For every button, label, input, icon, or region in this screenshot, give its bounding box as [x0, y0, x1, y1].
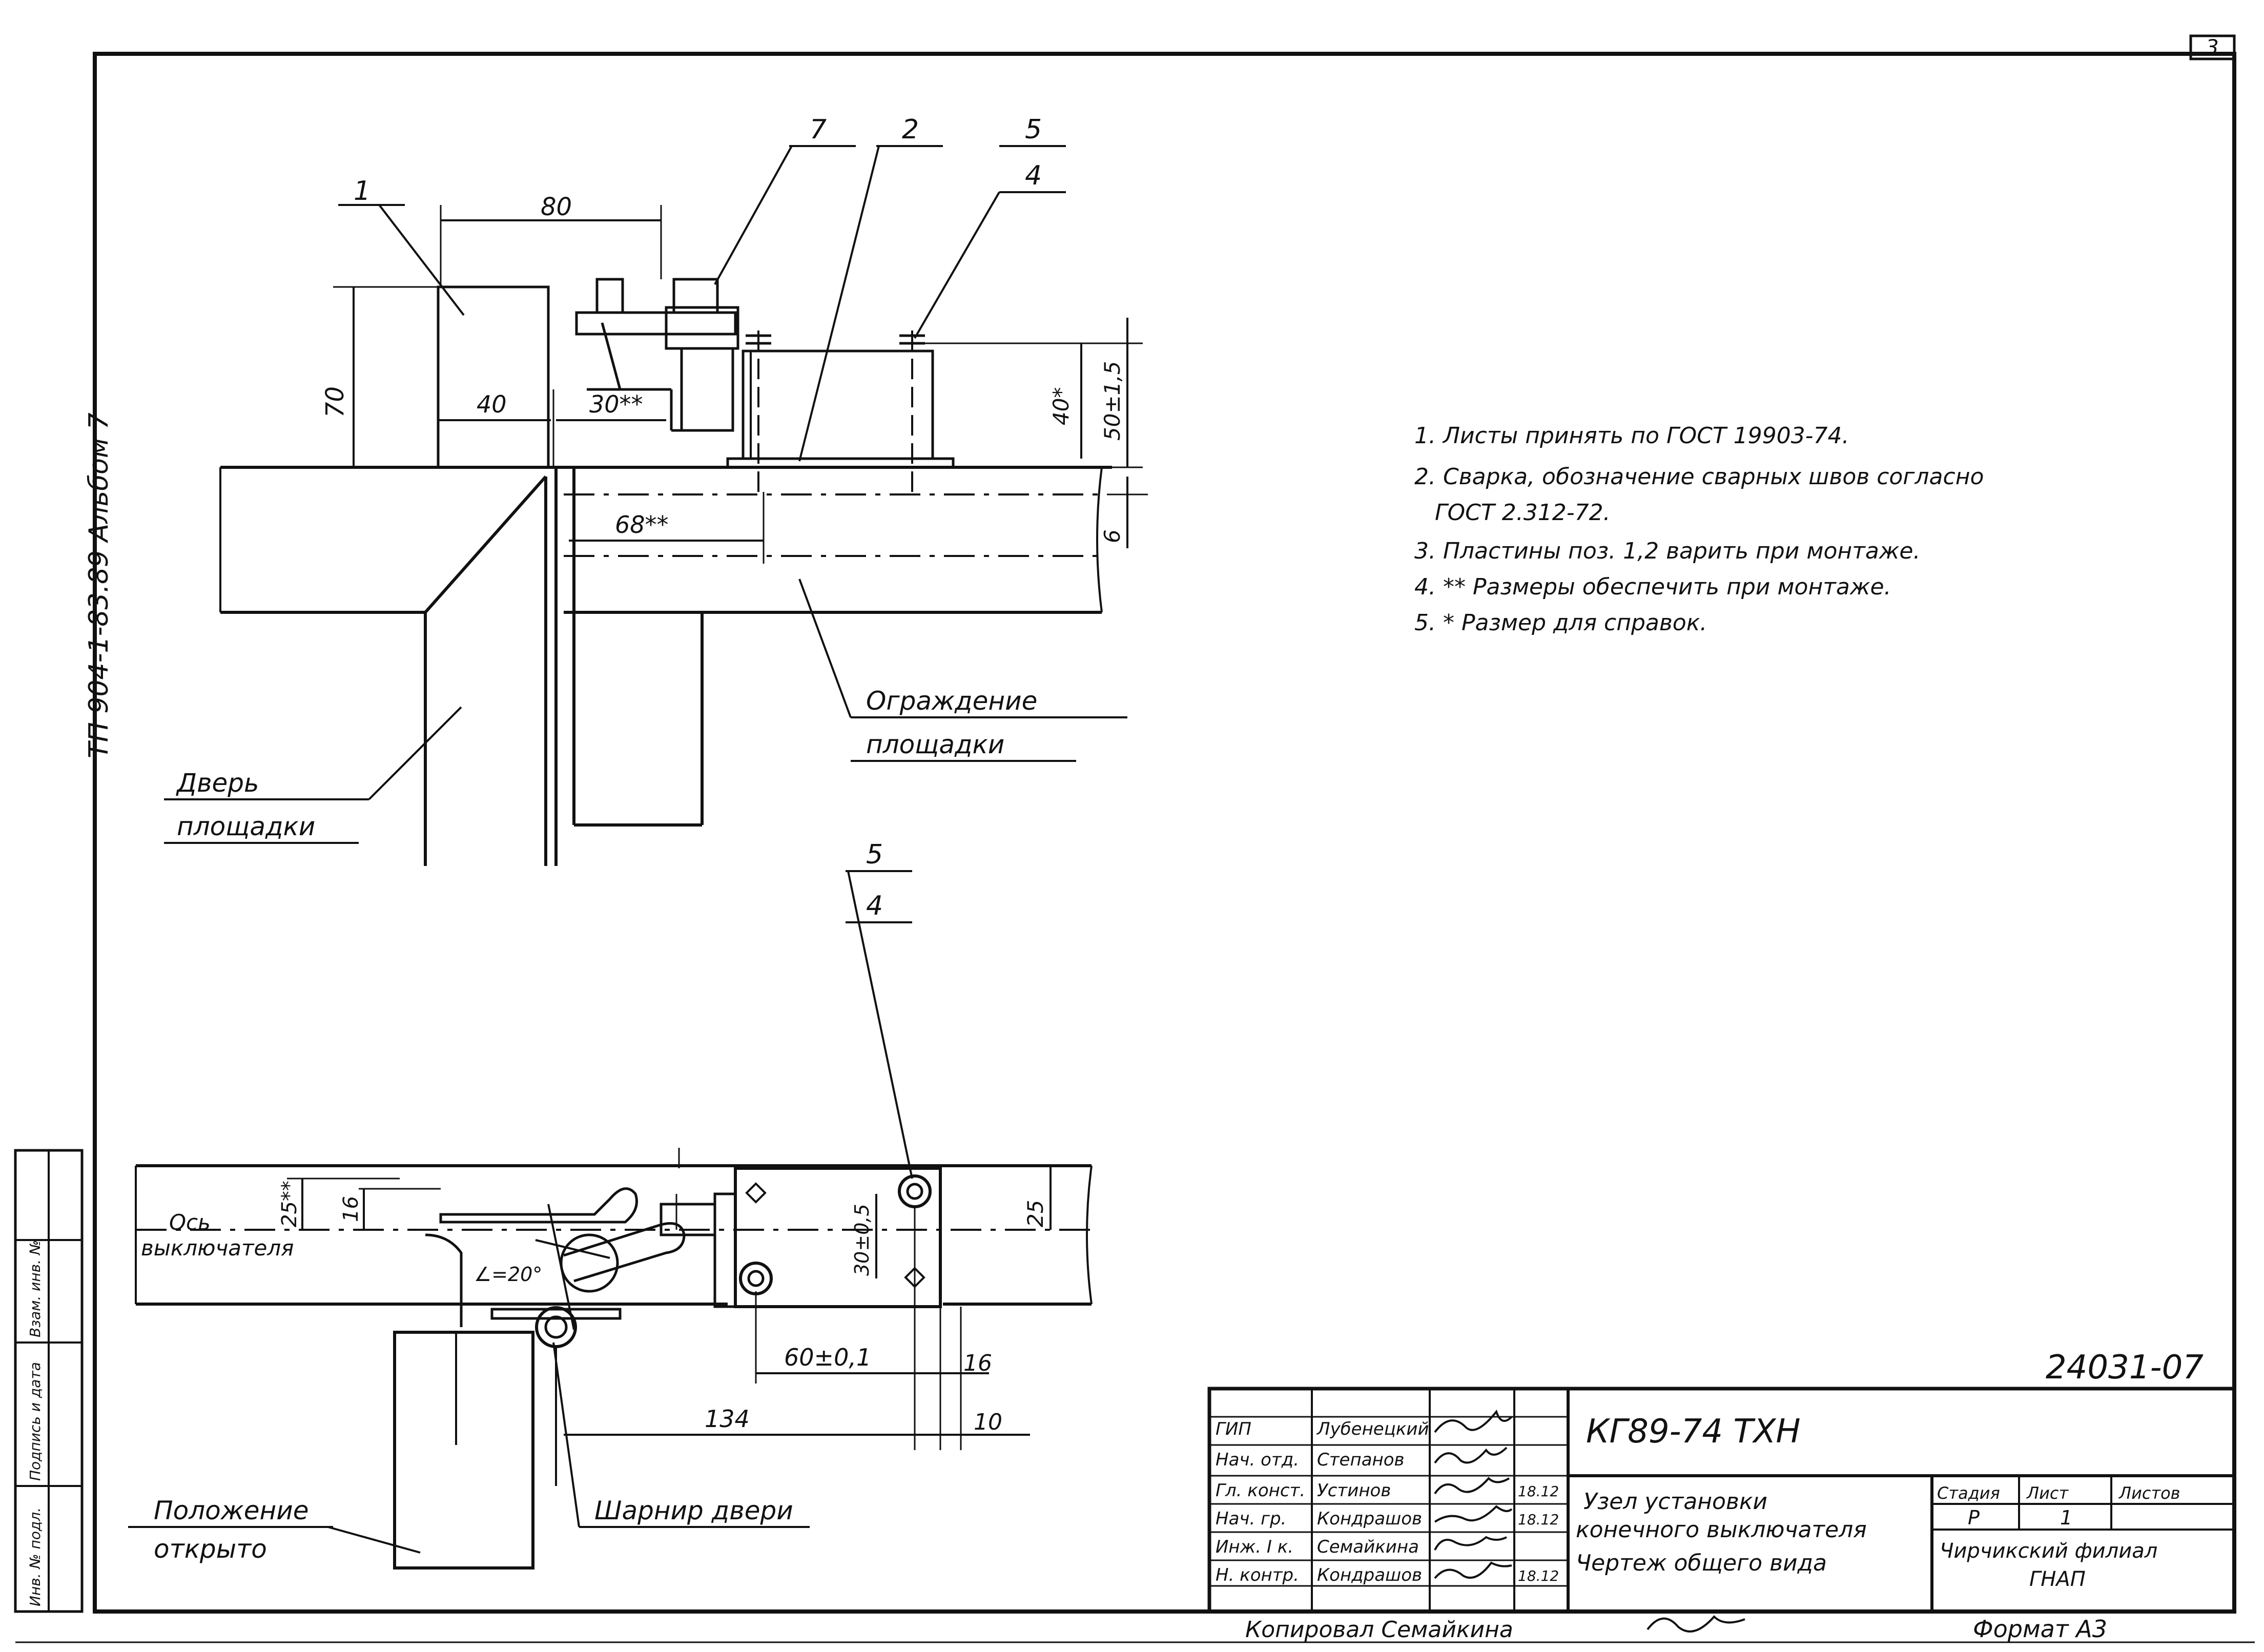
note-2: 2. Сварка, обозначение сварных швов согл… — [1414, 464, 1984, 490]
axis-label-1: Ось — [169, 1210, 211, 1235]
hinge-label: Шарнир двери — [594, 1496, 793, 1525]
pos-4-bottom: 4 — [866, 891, 883, 921]
dim-30-05: 30±0,5 — [851, 1204, 873, 1276]
format-label: Формат А3 — [1973, 1615, 2107, 1643]
name-4: Кондрашов — [1317, 1509, 1422, 1529]
sheet-number: 3 — [2206, 36, 2218, 59]
col-sheet: Лист — [2026, 1483, 2069, 1503]
pos-5: 5 — [1025, 114, 1042, 145]
mounting-plate — [713, 1167, 942, 1308]
date-6: 18.12 — [1518, 1567, 1559, 1584]
plate-1 — [437, 285, 550, 469]
technical-notes: 1. Листы принять по ГОСТ 19903-74. 2. Св… — [1414, 423, 1984, 636]
pos-5-bottom: 5 — [866, 839, 883, 870]
role-5: Инж. I к. — [1216, 1537, 1293, 1557]
door-profile — [424, 467, 704, 866]
pos-7: 7 — [810, 114, 827, 145]
title-line-1: Узел установки — [1583, 1489, 1767, 1515]
album-label: ТП 904-1-83.89 Альбом 7 — [84, 412, 114, 758]
note-2-cont: ГОСТ 2.312-72. — [1435, 500, 1611, 526]
dim-40-ref: 40* — [1048, 387, 1074, 425]
stamp-inventory: Инв. № подл. — [27, 1508, 44, 1606]
name-3: Устинов — [1317, 1480, 1391, 1501]
dim-16-b: 16 — [963, 1350, 992, 1376]
role-2: Нач. отд. — [1216, 1450, 1299, 1470]
signatures — [1434, 1409, 1513, 1579]
role-6: Н. контр. — [1216, 1565, 1299, 1585]
dim-60: 60±0,1 — [784, 1344, 871, 1371]
dim-6: 6 — [1100, 529, 1125, 543]
pos-1: 1 — [354, 176, 371, 206]
dim-25-ref: 25** — [278, 1181, 301, 1227]
door-label-1: Дверь — [176, 768, 259, 798]
axis-label-2: выключателя — [141, 1235, 294, 1261]
dim-80: 80 — [541, 193, 572, 221]
document-code: КГ89-74 ТХН — [1586, 1413, 1800, 1451]
copied-by: Копировал Семайкина — [1245, 1617, 1513, 1643]
stamp-replace: Взам. инв. № — [27, 1240, 44, 1337]
role-1: ГИП — [1216, 1419, 1251, 1439]
bottom-beam — [135, 1164, 1093, 1306]
note-3: 3. Пластины поз. 1,2 варить при монтаже. — [1414, 538, 1921, 564]
role-3: Гл. конст. — [1216, 1480, 1305, 1501]
door-hinge — [490, 1306, 622, 1486]
name-1: Лубенецкий — [1316, 1419, 1429, 1439]
name-2: Степанов — [1317, 1450, 1405, 1470]
title-line-3: Чертеж общего вида — [1576, 1550, 1827, 1576]
title-block: Гл. конст. Нач. гр. Инж. I к. Н. контр. … — [1207, 1387, 2236, 1614]
sheet-value: 1 — [2060, 1506, 2072, 1529]
date-4: 18.12 — [1518, 1511, 1559, 1528]
pos-2: 2 — [902, 114, 919, 145]
left-stamp: Инв. № подл. Подпись и дата Взам. инв. № — [14, 1149, 84, 1613]
title-line-2: конечного выключателя — [1576, 1517, 1867, 1543]
open-label-1: Положение — [154, 1496, 309, 1525]
top-dimensions — [333, 205, 1148, 564]
date-3: 18.12 — [1518, 1483, 1559, 1500]
fence-label-2: площадки — [866, 730, 1004, 759]
stage-value: Р — [1968, 1506, 1980, 1529]
stamp-signature: Подпись и дата — [27, 1362, 44, 1481]
bottom-dimensions — [287, 1148, 1052, 1450]
org-line-1: Чирчикский филиал — [1940, 1539, 2157, 1563]
bottom-view: 25** 16 ∠=20° 30±0,5 25 60±0,1 16 134 10… — [128, 839, 1093, 1570]
angle-20: ∠=20° — [474, 1263, 542, 1286]
open-label-2: открыто — [154, 1534, 267, 1564]
dim-10: 10 — [974, 1409, 1002, 1435]
fence-label-1: Ограждение — [866, 686, 1037, 716]
col-stage: Стадия — [1937, 1483, 2000, 1503]
dim-30: 30** — [589, 390, 643, 418]
copier-signature — [1646, 1615, 1745, 1633]
name-6: Кондрашов — [1317, 1565, 1422, 1585]
org-line-2: ГНАП — [2029, 1567, 2086, 1591]
dim-25: 25 — [1023, 1200, 1048, 1227]
pos-4: 4 — [1025, 160, 1042, 191]
inventory-number: 24031-07 — [2046, 1349, 2204, 1387]
open-door-panel — [393, 1331, 534, 1570]
note-5: 5. * Размер для справок. — [1414, 610, 1707, 636]
dim-40: 40 — [477, 390, 507, 418]
role-4: Нач. гр. — [1216, 1509, 1286, 1529]
top-leaders — [164, 145, 1127, 844]
note-4: 4. ** Размеры обеспечить при монтаже. — [1414, 574, 1891, 600]
top-view: 80 70 40 30** 68** 40* 50±1,5 6 1 7 2 — [164, 114, 1148, 866]
dim-16: 16 — [339, 1196, 363, 1222]
dim-68: 68** — [615, 511, 669, 539]
door-label-2: площадки — [177, 812, 315, 841]
limit-switch-top — [575, 278, 955, 492]
note-1: 1. Листы принять по ГОСТ 19903-74. — [1414, 423, 1849, 449]
sheet-frame: 3 — [15, 34, 2255, 1643]
dim-134: 134 — [705, 1405, 750, 1433]
bottom-leaders — [128, 870, 913, 1554]
name-5: Семайкина — [1317, 1537, 1419, 1557]
dim-50: 50±1,5 — [1100, 361, 1125, 441]
dim-70: 70 — [321, 386, 349, 418]
col-sheets: Листов — [2118, 1483, 2180, 1503]
